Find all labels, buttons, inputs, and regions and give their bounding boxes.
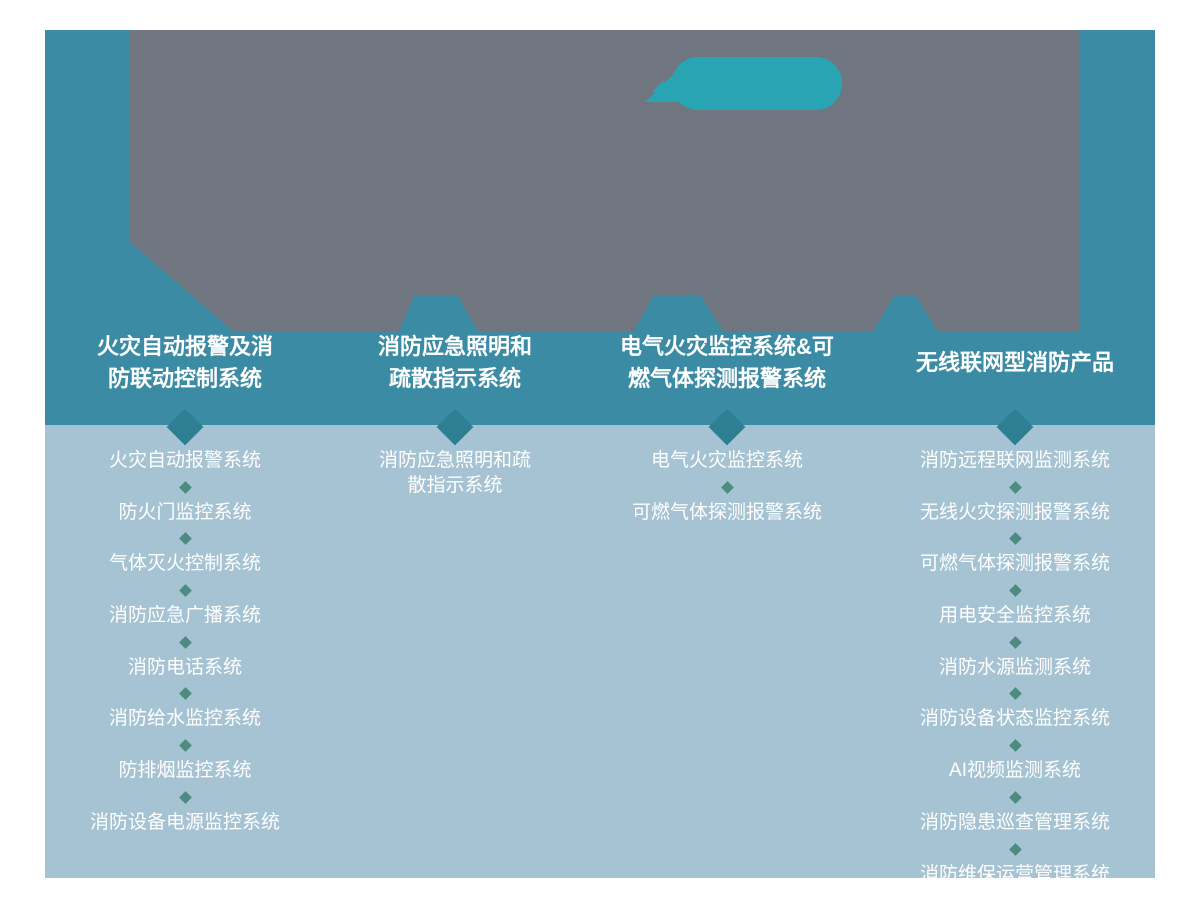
list-item: 消防设备电源监控系统 (89, 811, 280, 833)
category-list-wireless: 消防远程联网监测系统无线火灾探测报警系统可燃气体探测报警系统用电安全监控系统消防… (885, 445, 1145, 891)
diamond-separator-icon (178, 480, 192, 494)
category-header-emergency-lighting: 消防应急照明和疏散指示系统 (372, 300, 538, 425)
category-header-label: 火灾自动报警及消防联动控制系统 (96, 333, 273, 391)
list-item: 电气火灾监控系统 (650, 450, 803, 471)
diamond-separator-icon (1008, 739, 1022, 752)
list-item: 可燃气体探测报警系统 (631, 501, 822, 523)
list-item: 防火门监控系统 (118, 501, 252, 523)
list-item: AI视频监测系统 (949, 760, 1081, 782)
list-item: 消防电话系统 (127, 656, 242, 678)
diamond-separator-icon (178, 584, 192, 597)
list-item: 消防维保运营管理系统 (919, 863, 1110, 885)
diamond-separator-icon (178, 687, 192, 701)
list-item: 无线火灾探测报警系统 (919, 501, 1110, 523)
list-item: 可燃气体探测报警系统 (919, 553, 1110, 575)
diamond-separator-icon (178, 635, 192, 649)
list-item: 消防给水监控系统 (108, 708, 261, 730)
diamond-separator-icon (720, 480, 734, 494)
list-item: 消防应急广播系统 (108, 605, 261, 627)
list-item: 消防水源监测系统 (938, 656, 1091, 678)
list-item: 用电安全监控系统 (938, 605, 1091, 627)
category-list-emergency-lighting: 消防应急照明和疏散指示系统 (375, 445, 535, 502)
diamond-separator-icon (1008, 687, 1022, 701)
list-item: 火灾自动报警系统 (108, 450, 261, 471)
category-header-label: 电气火灾监控系统&可燃气体探测报警系统 (620, 333, 834, 391)
list-item: 气体灭火控制系统 (108, 553, 261, 575)
diamond-separator-icon (1008, 790, 1022, 804)
diamond-separator-icon (1008, 480, 1022, 494)
category-header-electrical-gas: 电气火灾监控系统&可燃气体探测报警系统 (617, 300, 837, 425)
category-header-label: 无线联网型消防产品 (915, 349, 1114, 375)
content-panel (45, 425, 1155, 878)
diamond-separator-icon (178, 790, 192, 804)
list-item: 消防设备状态监控系统 (919, 708, 1110, 730)
list-item: 消防应急照明和疏散指示系统 (378, 450, 531, 496)
diamond-separator-icon (1008, 635, 1022, 649)
category-header-label: 消防应急照明和疏散指示系统 (377, 333, 532, 391)
diamond-separator-icon (1008, 842, 1022, 856)
list-item: 防排烟监控系统 (118, 760, 252, 782)
diamond-separator-icon (1008, 584, 1022, 597)
diamond-separator-icon (178, 532, 192, 546)
diamond-separator-icon (1008, 532, 1022, 546)
category-list-fire-alarm: 火灾自动报警系统防火门监控系统气体灭火控制系统消防应急广播系统消防电话系统消防给… (45, 445, 325, 840)
category-list-electrical-gas: 电气火灾监控系统可燃气体探测报警系统 (607, 445, 847, 529)
category-header-fire-alarm: 火灾自动报警及消防联动控制系统 (87, 300, 283, 425)
category-header-wireless: 无线联网型消防产品 (905, 300, 1125, 425)
list-item: 消防远程联网监测系统 (919, 450, 1110, 471)
list-item: 消防隐患巡查管理系统 (919, 811, 1110, 833)
diamond-separator-icon (178, 739, 192, 752)
